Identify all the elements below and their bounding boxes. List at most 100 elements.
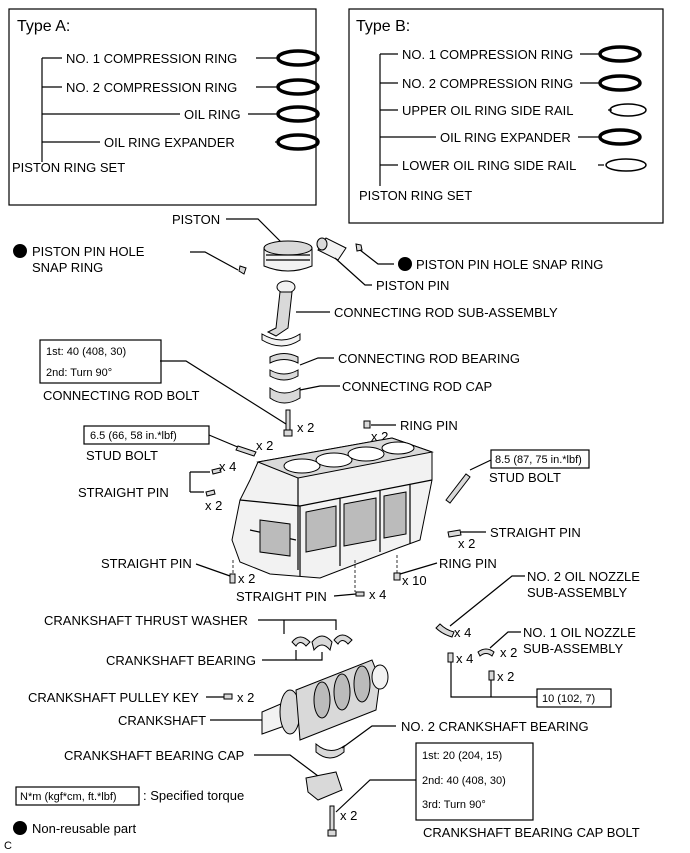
piston-part (263, 240, 313, 272)
label-ring-pin-top: RING PIN (400, 418, 458, 433)
non-reusable-icon (398, 257, 412, 271)
conrod-bolt-part (283, 409, 293, 437)
cylinder-block-part (231, 437, 434, 579)
straight-pin-part (205, 489, 216, 497)
torque-stud-left: 6.5 (66, 58 in.*lbf) (90, 430, 177, 442)
label-bearing-cap-bolt: CRANKSHAFT BEARING CAP BOLT (423, 825, 640, 840)
figure-code: C (4, 840, 12, 852)
label-pulley-key: CRANKSHAFT PULLEY KEY (28, 690, 199, 705)
straight-pin-part (211, 467, 222, 475)
label-oil-nozzle-2-line1: NO. 2 OIL NOZZLE (527, 569, 640, 584)
thrust-washer-part (333, 634, 353, 645)
compression-ring-icon (598, 45, 642, 63)
conrod-bolt-torque-box (39, 339, 162, 384)
label-snap-ring-right: PISTON PIN HOLE SNAP RING (416, 257, 603, 272)
qty-conrod-bolt: x 2 (297, 420, 314, 435)
torque-cap-bolt-3: 3rd: Turn 90° (422, 799, 486, 811)
crankshaft-part (261, 659, 389, 741)
side-rail-icon (609, 103, 647, 117)
crank-bearing-part (311, 635, 333, 652)
oil-nozzle-1-bolt-part (488, 670, 495, 681)
side-rail-icon (605, 158, 647, 172)
label-straight-pin-bottom: STRAIGHT PIN (236, 589, 327, 604)
oil-ring-expander-icon (598, 128, 642, 146)
ring-pin-top-part (363, 420, 371, 429)
no2-crank-bearing-part (315, 742, 345, 759)
type-b-set-label: PISTON RING SET (359, 188, 472, 203)
stud-bolt-left-part (235, 445, 257, 457)
stud-bolt-right-part (445, 473, 471, 504)
type-a-item-2: NO. 2 COMPRESSION RING (66, 80, 237, 95)
straight-pin-right-part (447, 529, 462, 538)
conrod-cap-part (269, 387, 301, 404)
straight-pin-bottom-part (355, 591, 365, 597)
label-stud-bolt-right: STUD BOLT (489, 470, 561, 485)
qty-ring-pin-bottom: x 10 (402, 573, 427, 588)
label-straight-pin-right: STRAIGHT PIN (490, 525, 581, 540)
cap-bolt-torque-box (415, 742, 534, 821)
oil-ring-expander-icon (276, 133, 320, 151)
label-oil-nozzle-1-line2: SUB-ASSEMBLY (523, 641, 624, 656)
label-no2-crank-bearing: NO. 2 CRANKSHAFT BEARING (401, 719, 589, 734)
label-conrod-cap: CONNECTING ROD CAP (342, 379, 492, 394)
legend-torque-box (15, 786, 140, 806)
label-piston: PISTON (172, 212, 220, 227)
qty-bearing-cap-bolt: x 2 (340, 808, 357, 823)
qty-oil-nozzle-2b: x 4 (456, 651, 473, 666)
legend-non-reusable: Non-reusable part (32, 821, 136, 836)
conrod-bearing-lower-part (269, 369, 299, 381)
straight-pin-low-part (229, 573, 236, 584)
type-b-panel: Type B: NO. 1 COMPRESSION RING NO. 2 COM… (348, 8, 664, 224)
label-straight-pin-left: STRAIGHT PIN (78, 485, 169, 500)
type-b-item-4: OIL RING EXPANDER (440, 130, 571, 145)
conrod-bearing-upper-part (269, 353, 299, 364)
qty-straight-pin-bottom: x 4 (369, 587, 386, 602)
piston-pin-part (316, 237, 347, 261)
label-piston-pin: PISTON PIN (376, 278, 449, 293)
thrust-washer-part (291, 636, 311, 647)
label-crankshaft: CRANKSHAFT (118, 713, 206, 728)
non-reusable-legend-icon (13, 821, 27, 835)
qty-straight-pin-low-left: x 2 (238, 571, 255, 586)
torque-cap-bolt-1: 1st: 20 (204, 15) (422, 750, 502, 762)
bearing-cap-bolt-part (327, 805, 337, 837)
torque-conrod-bolt-1: 1st: 40 (408, 30) (46, 346, 126, 358)
torque-conrod-bolt-2: 2nd: Turn 90° (46, 367, 112, 379)
type-b-item-3: UPPER OIL RING SIDE RAIL (402, 103, 573, 118)
snap-ring-left-part (238, 265, 247, 275)
label-snap-ring-left-1: PISTON PIN HOLE (32, 244, 145, 259)
qty-straight-pin-x2: x 2 (205, 498, 222, 513)
compression-ring-icon (598, 74, 642, 92)
label-bearing-cap: CRANKSHAFT BEARING CAP (64, 748, 244, 763)
type-a-set-label: PISTON RING SET (12, 160, 125, 175)
qty-pulley-key: x 2 (237, 690, 254, 705)
qty-straight-pin-right: x 2 (458, 536, 475, 551)
torque-cap-bolt-2: 2nd: 40 (408, 30) (422, 775, 506, 787)
type-b-item-1: NO. 1 COMPRESSION RING (402, 47, 573, 62)
snap-ring-right-part (355, 243, 363, 252)
compression-ring-icon (276, 78, 320, 96)
type-a-item-3: OIL RING (184, 107, 241, 122)
label-conrod-bearing: CONNECTING ROD BEARING (338, 351, 520, 366)
type-b-item-5: LOWER OIL RING SIDE RAIL (402, 158, 576, 173)
legend-torque-units: N*m (kgf*cm, ft.*lbf) (20, 791, 117, 803)
label-oil-nozzle-2-line2: SUB-ASSEMBLY (527, 585, 628, 600)
type-a-title: Type A: (17, 18, 70, 35)
oil-ring-icon (276, 105, 320, 123)
label-conrod-bolt: CONNECTING ROD BOLT (43, 388, 200, 403)
label-conrod: CONNECTING ROD SUB-ASSEMBLY (334, 305, 558, 320)
label-crank-bearing: CRANKSHAFT BEARING (106, 653, 256, 668)
label-ring-pin-bottom: RING PIN (439, 556, 497, 571)
qty-oil-nozzle-2a: x 4 (454, 625, 471, 640)
oil-nozzle-torque-box (536, 688, 612, 708)
type-a-item-1: NO. 1 COMPRESSION RING (66, 51, 237, 66)
label-oil-nozzle-1-line1: NO. 1 OIL NOZZLE (523, 625, 636, 640)
stud-bolt-right-torque-box (490, 449, 590, 469)
legend-torque-desc: : Specified torque (143, 788, 244, 803)
qty-oil-nozzle-1: x 2 (500, 645, 517, 660)
ring-pin-bottom-part (393, 572, 401, 581)
non-reusable-icon (13, 244, 27, 258)
bearing-cap-part (305, 771, 343, 801)
oil-nozzle-1-part (477, 648, 495, 657)
qty-stud-bolt-left: x 2 (256, 438, 273, 453)
